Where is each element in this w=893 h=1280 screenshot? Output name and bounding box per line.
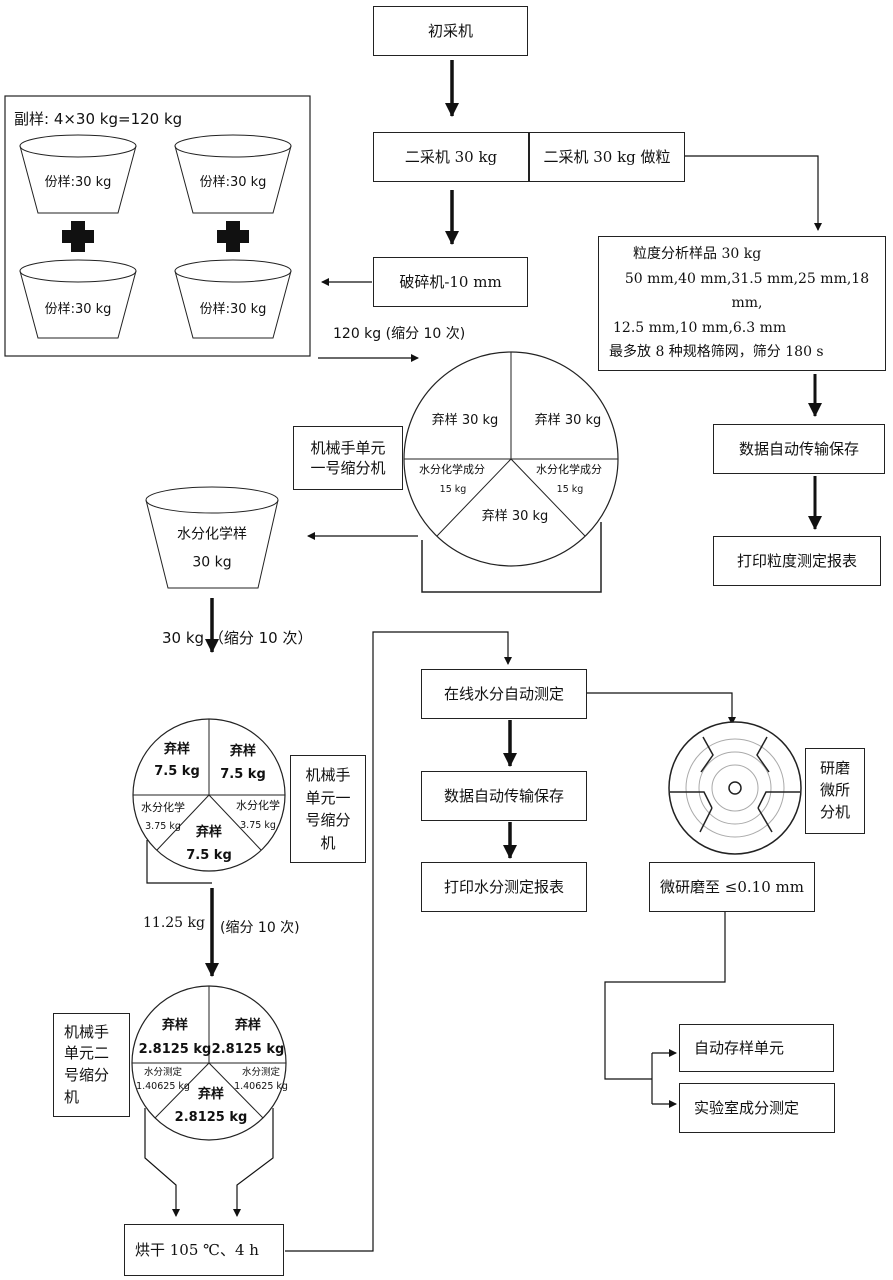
divider-2-line: 单元一	[305, 788, 351, 807]
pie3-discard-right-weight: 2.8125 kg	[211, 1041, 285, 1057]
grinder-line: 分机	[819, 802, 850, 821]
reduction-2-label: 30 kg （缩分 10 次）	[162, 629, 313, 647]
moisture-report-box: 打印水分测定报表	[421, 862, 587, 912]
online-moisture-box: 在线水分自动测定	[421, 669, 587, 719]
pie3-water-right: 水分测定	[241, 1067, 281, 1079]
bucket-1-label: 份样:30 kg	[44, 174, 112, 190]
particle-save-box: 数据自动传输保存	[713, 424, 885, 474]
plus-icon	[62, 221, 94, 252]
pie2-water-left: 水分化学	[141, 801, 185, 815]
bucket-2-label: 份样:30 kg	[199, 174, 267, 190]
bucket-3-label: 份样:30 kg	[44, 301, 112, 317]
water-chem-weight-label: 30 kg	[192, 554, 232, 571]
divider-3-line: 机械手	[64, 1022, 110, 1041]
pie1-water-right-weight: 15 kg	[556, 484, 584, 496]
secondary-particle-box: 二采机 30 kg 做粒	[529, 132, 685, 182]
particle-report-box: 打印粒度测定报表	[713, 536, 881, 586]
grinder-label-box: 研磨 微所 分机	[805, 748, 865, 834]
divider-2-label-box: 机械手 单元一 号缩分 机	[290, 755, 366, 863]
divider-1-collector	[421, 522, 602, 593]
pie1-discard-right: 弃样 30 kg	[534, 412, 602, 428]
bucket-2	[174, 134, 292, 214]
primary-sampler-box: 初采机	[373, 6, 528, 56]
pie3-water-left: 水分测定	[143, 1067, 183, 1079]
particle-sizes-line-2: 12.5 mm,10 mm,6.3 mm	[613, 319, 787, 336]
divider-3-line: 机	[64, 1087, 80, 1106]
dry-box: 烘干 105 ℃、4 h	[124, 1224, 284, 1276]
divider-2-line: 号缩分	[305, 811, 351, 829]
water-chem-sample-label: 水分化学样	[177, 526, 247, 543]
pie3-discard-left: 弃样	[161, 1017, 189, 1033]
divider-2-line: 机	[320, 833, 336, 852]
particle-analysis-box: 粒度分析样品 30 kg 50 mm,40 mm,31.5 mm,25 mm,1…	[598, 236, 886, 371]
divider-3-line: 号缩分	[64, 1066, 110, 1084]
pie1-water-right: 水分化学成分	[536, 463, 602, 477]
arrow-to-particle-analysis	[685, 155, 822, 231]
duplicate-frame	[4, 95, 311, 357]
pie2-discard-right-weight: 7.5 kg	[220, 766, 266, 782]
arrow-left-to-dry	[144, 1108, 180, 1217]
pie3-discard-left-weight: 2.8125 kg	[138, 1041, 212, 1057]
pie1-water-left: 水分化学成分	[419, 463, 485, 477]
reduction-3-weight: 11.25 kg	[143, 915, 205, 931]
reduction-3-label: (缩分 10 次)	[220, 920, 300, 936]
arrow-dry-to-online-moisture	[285, 631, 512, 1252]
arrow-to-grinder	[586, 692, 736, 725]
divider-3-pie	[131, 985, 287, 1141]
pie1-water-left-weight: 15 kg	[439, 484, 467, 496]
divider-1-line: 机械手单元	[310, 438, 386, 457]
pie2-discard-bottom: 弃样	[195, 824, 223, 840]
bucket-1	[19, 134, 137, 214]
particle-sieve: 最多放 8 种规格筛网，筛分 180 s	[609, 344, 824, 361]
divider-3-label-box: 机械手 单元二 号缩分 机	[53, 1013, 130, 1117]
pie2-water-right: 水分化学	[236, 799, 280, 813]
divider-2-pie	[132, 718, 286, 872]
arrow-right-to-dry	[233, 1108, 274, 1217]
pie2-discard-right: 弃样	[229, 743, 257, 759]
pie1-discard-left: 弃样 30 kg	[431, 412, 499, 428]
auto-storage-box: 自动存样单元	[679, 1024, 834, 1072]
divider-3-line: 单元二	[64, 1044, 110, 1063]
water-chem-bucket	[145, 486, 279, 589]
divider-1-label-box: 机械手单元 一号缩分机	[293, 426, 403, 490]
divider-2-line: 机械手	[305, 766, 351, 784]
pie3-discard-bottom: 弃样	[197, 1086, 225, 1102]
grinder-line: 研磨	[819, 759, 850, 778]
pie2-water-right-weight: 3.75 kg	[240, 820, 276, 832]
pie1-discard-bottom: 弃样 30 kg	[481, 508, 549, 524]
bucket-3	[19, 259, 137, 339]
lab-analysis-box: 实验室成分测定	[679, 1083, 835, 1133]
bucket-4	[174, 259, 292, 339]
micro-grind-box: 微研磨至 ≤0.10 mm	[649, 862, 815, 912]
pie3-water-left-weight: 1.40625 kg	[136, 1081, 190, 1093]
grinder-line: 微所	[819, 781, 850, 800]
grinder-icon	[668, 721, 802, 855]
particle-title: 粒度分析样品 30 kg	[633, 246, 762, 263]
divider-1-line: 一号缩分机	[310, 459, 386, 477]
pie3-water-right-weight: 1.40625 kg	[234, 1081, 288, 1093]
pie2-discard-left-weight: 7.5 kg	[154, 763, 200, 779]
plus-icon	[217, 221, 249, 252]
divider-1-pie	[403, 351, 619, 567]
branch-line	[604, 912, 726, 1080]
particle-sizes-line-1: 50 mm,40 mm,31.5 mm,25 mm,18 mm,	[624, 270, 870, 312]
pie3-discard-bottom-weight: 2.8125 kg	[174, 1109, 248, 1125]
duplicate-title: 副样: 4×30 kg=120 kg	[14, 110, 183, 128]
secondary-sampler-box: 二采机 30 kg	[373, 132, 529, 182]
moisture-save-box: 数据自动传输保存	[421, 771, 587, 821]
pie2-discard-left: 弃样	[163, 741, 191, 757]
pie2-discard-bottom-weight: 7.5 kg	[186, 847, 232, 863]
pie2-water-left-weight: 3.75 kg	[145, 821, 181, 833]
reduction-1-label: 120 kg (缩分 10 次)	[333, 326, 466, 342]
pie3-discard-right: 弃样	[234, 1017, 262, 1033]
divider-2-outlet	[146, 840, 212, 884]
bucket-4-label: 份样:30 kg	[199, 301, 267, 317]
crusher-box: 破碎机-10 mm	[373, 257, 528, 307]
